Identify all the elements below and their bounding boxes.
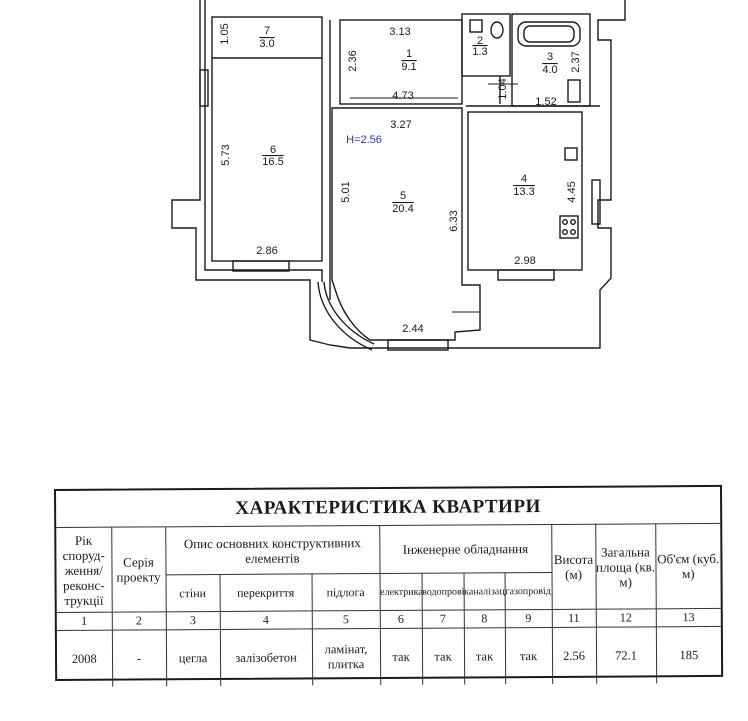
room-1-number: 1 (406, 48, 412, 60)
dim-label: 6.33 (448, 210, 460, 231)
room-3-area: 4.0 (542, 64, 557, 76)
column-number: 4 (219, 610, 312, 630)
column-number: 12 (595, 608, 656, 628)
column-number: 2 (111, 611, 166, 631)
value-height: 2.56 (551, 627, 597, 684)
dim-label: 4.45 (566, 181, 578, 202)
value-volume: 185 (655, 626, 722, 684)
floor-plan: 7 3.0 6 16.5 1 9.1 2 1.3 3 4.0 5 20.4 4 … (171, 0, 626, 351)
room-6-number: 6 (270, 144, 276, 156)
sheet-title: ХАРАКТЕРИСТИКА КВАРТИРИ (235, 496, 541, 519)
dim-label: 3.27 (390, 119, 411, 131)
column-number: 13 (655, 608, 721, 627)
column-number: 8 (463, 609, 505, 628)
room-2-area: 1.3 (472, 46, 487, 58)
dim-label: 2.36 (347, 50, 359, 71)
dim-label: 3.13 (389, 26, 410, 38)
dim-label: 4.73 (392, 90, 413, 102)
value-floors: залізобетон (219, 628, 313, 686)
column-number: 5 (311, 610, 380, 629)
header-series: Серія проекту (111, 526, 166, 613)
value-gas: так (504, 627, 553, 685)
column-number: 11 (551, 609, 596, 628)
room-3-number: 3 (547, 51, 553, 63)
height-label: H=2.56 (346, 134, 382, 146)
value-year: 2008 (56, 630, 113, 687)
header-walls: стіни (165, 574, 220, 612)
dim-label: 1.05 (219, 23, 231, 44)
dim-label: 5.73 (220, 144, 232, 165)
header-height: Висота (м) (551, 524, 596, 610)
room-2-number: 2 (477, 35, 483, 47)
column-number: 9 (504, 609, 552, 628)
header-gas: газопровід (504, 572, 552, 610)
value-walls: цегла (165, 629, 221, 687)
dim-label: 1.52 (535, 96, 556, 108)
header-volume: Об'єм (куб. м) (655, 523, 721, 609)
header-floors: перекриття (219, 573, 312, 612)
room-7-number: 7 (264, 25, 270, 37)
apartment-characteristics-sheet: ХАРАКТЕРИСТИКА КВАРТИРИ Рік споруд- женн… (54, 484, 724, 687)
dim-label: 2.98 (514, 255, 535, 267)
values-row: 2008 - цегла залізобетон ламінат, плитка… (56, 626, 722, 687)
column-number: 6 (379, 610, 422, 629)
header-water: водопровід (421, 572, 464, 611)
header-year: Рік споруд- ження/ реконс- трукції (56, 527, 112, 613)
header-engineering: Інженерне обладнання (379, 524, 552, 574)
room-6-area: 16.5 (262, 156, 283, 168)
column-number: 1 (56, 612, 112, 631)
column-number: 3 (165, 611, 220, 630)
dim-label: 2.37 (570, 51, 582, 72)
value-sewer: так (463, 627, 506, 685)
characteristics-table: Рік споруд- ження/ реконс- трукції Серія… (56, 523, 722, 687)
value-flooring: ламінат, плитка (311, 628, 381, 686)
header-sewer: каналізація (463, 572, 505, 610)
dim-label: 1.04 (497, 78, 509, 99)
value-electric: так (379, 628, 423, 686)
header-flooring: підлога (311, 573, 380, 611)
dim-label: 2.44 (402, 323, 423, 335)
value-water: так (421, 627, 465, 685)
value-series: - (111, 629, 167, 687)
room-4-area: 13.3 (513, 186, 534, 198)
value-area: 72.1 (595, 626, 657, 684)
header-area: Загальна площа (кв. м) (595, 523, 656, 610)
dim-label: 2.86 (256, 245, 277, 257)
room-1-area: 9.1 (401, 61, 416, 73)
dim-label: 5.01 (340, 181, 352, 202)
room-4-number: 4 (521, 173, 527, 185)
room-5-number: 5 (400, 190, 406, 202)
header-row: Рік споруд- ження/ реконс- трукції Серія… (56, 523, 721, 613)
header-construction: Опис основних конструктивних елементів (165, 525, 380, 575)
header-electric: електрика (379, 573, 422, 611)
room-7-area: 3.0 (259, 38, 274, 50)
room-5-area: 20.4 (392, 203, 413, 215)
column-number: 7 (421, 609, 464, 629)
